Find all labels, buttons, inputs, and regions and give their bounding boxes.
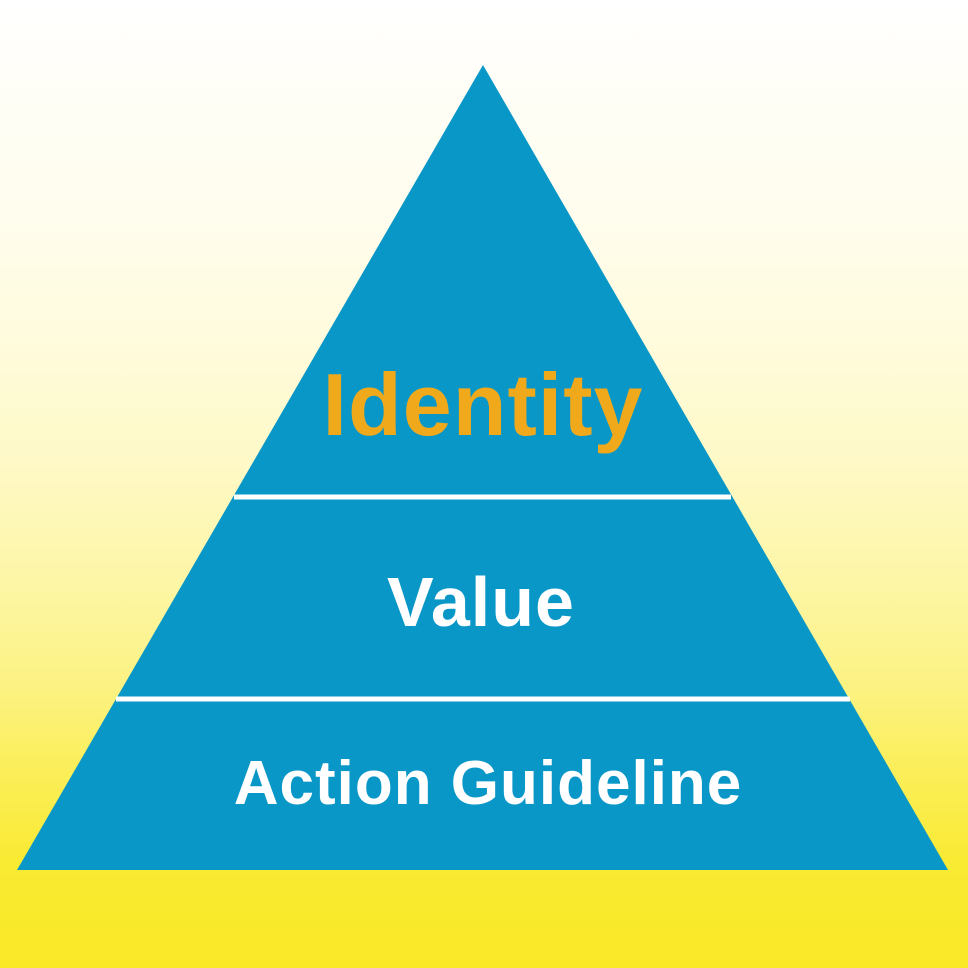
tier-label-value: Value [387, 563, 575, 641]
tier-label-action-guideline: Action Guideline [234, 749, 743, 818]
pyramid-shape [17, 65, 948, 870]
tier-label-identity: Identity [323, 355, 644, 454]
